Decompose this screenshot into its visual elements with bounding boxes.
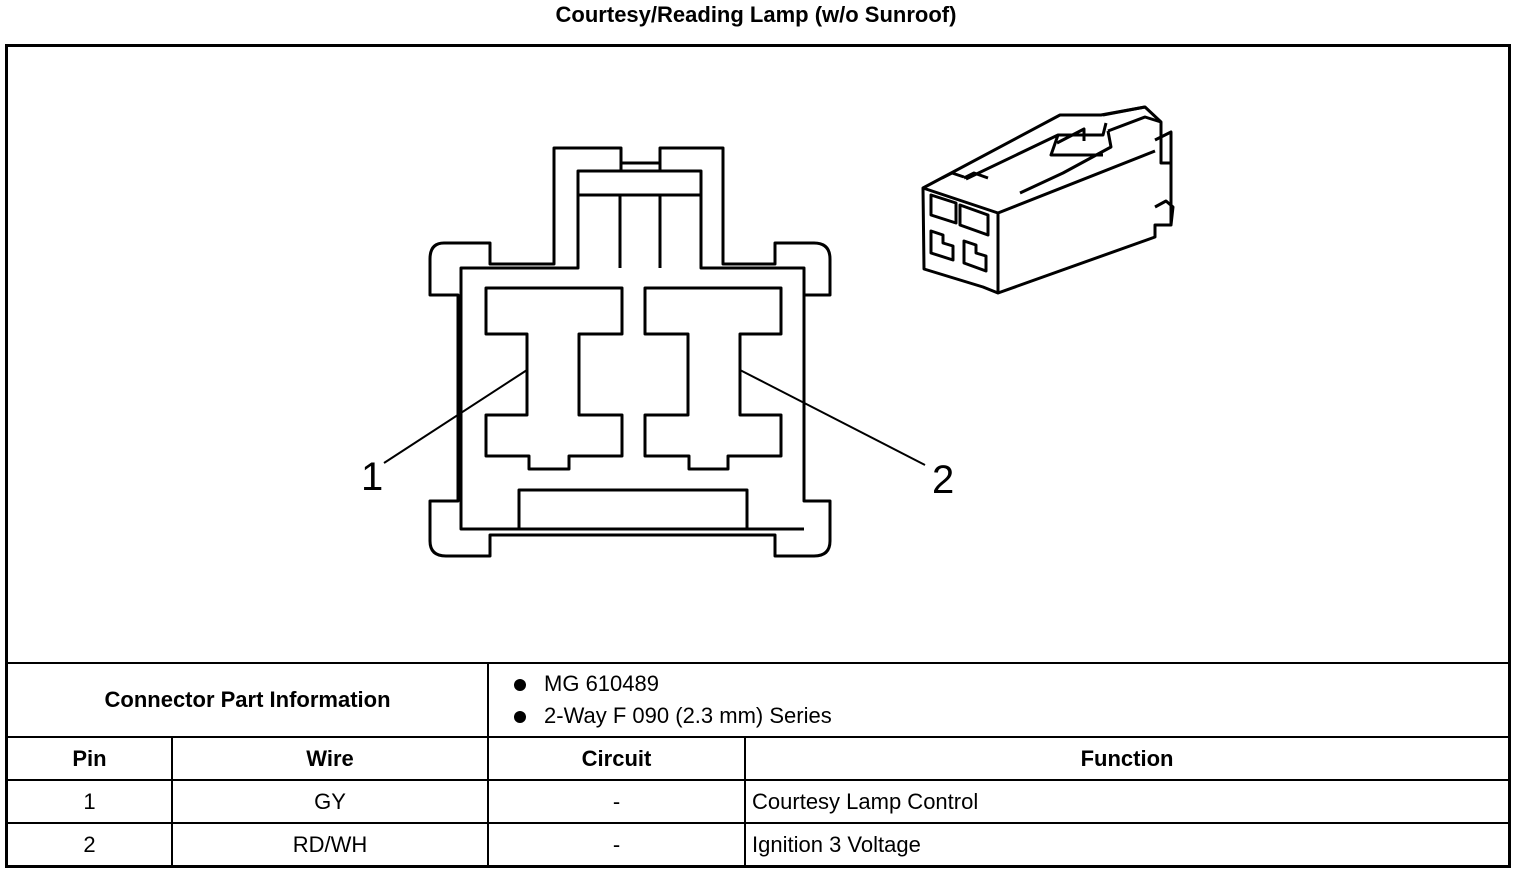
connector-diagram: 1 2	[361, 105, 1175, 558]
header-circuit: Circuit	[487, 736, 747, 781]
wire-cell: RD/WH	[170, 822, 490, 865]
part-info-item: 2-Way F 090 (2.3 mm) Series	[511, 700, 1508, 732]
cavity-2	[643, 286, 783, 471]
function-cell: Ignition 3 Voltage	[744, 822, 1509, 865]
pin-cell: 2	[8, 822, 173, 865]
header-pin: Pin	[8, 736, 173, 781]
header-function: Function	[744, 736, 1509, 781]
pin-1-label: 1	[361, 455, 383, 499]
connector-frame: 1 2 Connector Part Information	[5, 44, 1511, 868]
circuit-cell: -	[487, 822, 747, 865]
connector-face	[428, 146, 832, 558]
page-title: Courtesy/Reading Lamp (w/o Sunroof)	[555, 2, 957, 27]
wire-cell: GY	[170, 779, 490, 824]
part-info-list-cell: MG 610489 2-Way F 090 (2.3 mm) Series	[487, 662, 1509, 738]
part-info-item: MG 610489	[511, 668, 1508, 700]
circuit-cell: -	[487, 779, 747, 824]
part-info-list: MG 610489 2-Way F 090 (2.3 mm) Series	[489, 668, 1508, 732]
connector-isometric-icon	[921, 105, 1175, 295]
table-row: 2 RD/WH - Ignition 3 Voltage	[8, 822, 1509, 865]
pin-cell: 1	[8, 779, 173, 824]
pin-1-leader	[383, 369, 528, 464]
part-info-label: Connector Part Information	[8, 662, 490, 738]
connector-info-table: Connector Part Information MG 610489 2-W…	[8, 662, 1509, 865]
function-cell: Courtesy Lamp Control	[744, 779, 1509, 824]
header-wire: Wire	[170, 736, 490, 781]
pin-2-leader	[739, 369, 926, 466]
table-row: 1 GY - Courtesy Lamp Control	[8, 779, 1509, 824]
cavity-1	[484, 286, 624, 471]
pin-2-label: 2	[932, 458, 954, 502]
